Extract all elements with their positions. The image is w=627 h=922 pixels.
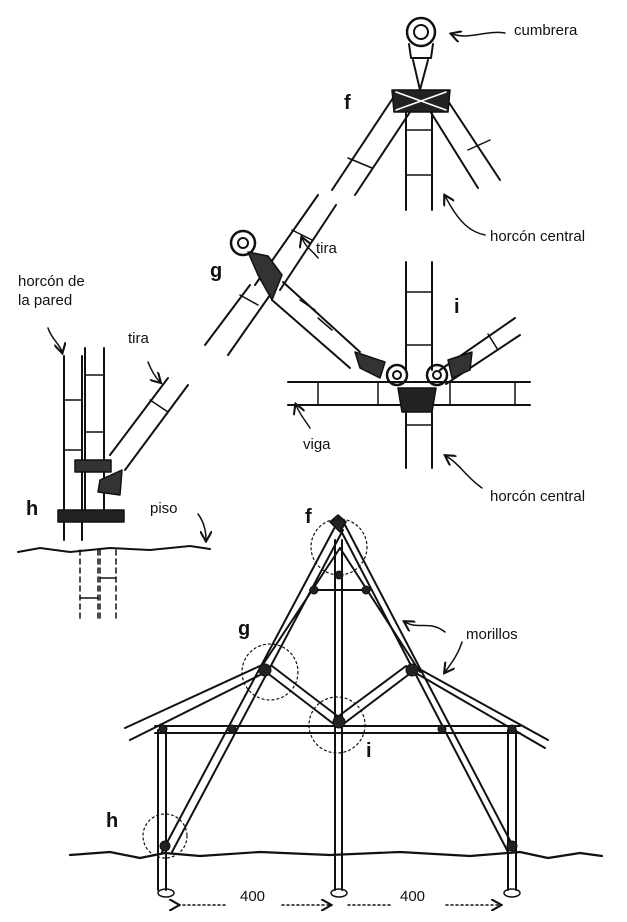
label-tira-left: tira <box>128 330 149 347</box>
dimension-right-span: 400 <box>400 888 426 905</box>
detail-letter-f-bottom: f <box>305 506 312 528</box>
label-piso: piso <box>150 500 178 517</box>
detail-letter-h-top: h <box>26 498 39 520</box>
dimension-left-span: 400 <box>240 888 266 905</box>
label-cumbrera: cumbrera <box>514 22 578 39</box>
label-viga: viga <box>303 436 331 453</box>
label-horcon-central-top: horcón central <box>490 228 586 245</box>
label-tira-upper: tira <box>316 240 337 257</box>
detail-letter-g-top: g <box>210 260 223 282</box>
detail-letter-h-bottom: h <box>106 810 119 832</box>
label-horcon-central-mid: horcón central <box>490 488 586 505</box>
detail-letter-i-bottom: i <box>366 740 372 762</box>
label-morillos: morillos <box>466 626 518 643</box>
detail-letter-i-top: i <box>454 296 460 318</box>
detail-letter-g-bottom: g <box>238 618 251 640</box>
detail-letter-f-top: f <box>344 92 351 114</box>
detail-g-joint <box>204 194 361 369</box>
detail-f-ridge-joint <box>331 16 501 211</box>
detail-i-joint <box>287 261 531 469</box>
detail-h-joint <box>17 347 211 621</box>
label-horcon-de-la-pared: horcón de la pared <box>18 273 85 309</box>
full-frame-elevation <box>68 514 604 898</box>
